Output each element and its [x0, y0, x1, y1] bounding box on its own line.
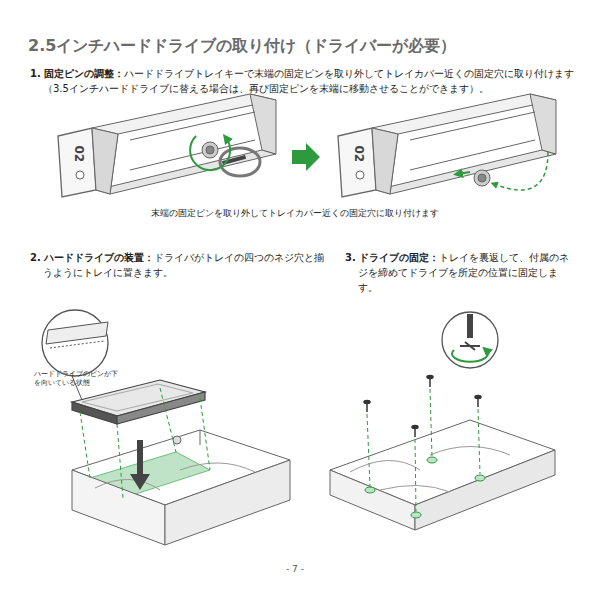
step-heading: 2. ハードドライブの装置： [30, 252, 154, 263]
drive-tray [72, 430, 290, 545]
figure-caption: 末端の固定ピンを取り外してトレイカバー近くの固定穴に取り付けます [151, 208, 439, 218]
move-arrow [458, 172, 470, 174]
place-arrow [130, 440, 150, 490]
tray-number: 02 [352, 146, 366, 163]
tray-key [190, 136, 260, 176]
hard-drive [72, 380, 205, 424]
step-heading: 3. ドライブの固定： [345, 252, 439, 263]
page-number: - 7 - [286, 564, 304, 574]
tray-number-group: 02 [71, 146, 86, 170]
drive-tray [58, 94, 276, 197]
step-arrow [292, 143, 320, 171]
callout-label-group: ハードドライブのピンが下を向いている状態 [34, 370, 124, 388]
callout-label: ハードドライブのピンが下を向いている状態 [34, 370, 118, 387]
move-arrow [494, 152, 548, 190]
figure-caption-group: 末端の固定ピンを取り外してトレイカバー近くの固定穴に取り付けます [60, 206, 530, 221]
inset-circle [442, 312, 498, 368]
step-text-group: 2. ハードドライブの装置：ドライバがトレイの四つのネジ穴と揃うようにトレイに置… [30, 250, 333, 280]
drive-tray [330, 420, 555, 530]
guide-line [80, 388, 210, 498]
step-text-group: 3. ドライブの固定：トレイを裏返して、付属のネジを締めてドライブを所定の位置に… [345, 250, 573, 295]
step-heading: 1. 固定ピンの調整： [30, 68, 124, 79]
guide-line [367, 389, 480, 511]
page-number-group: - 7 - [245, 562, 345, 577]
drive-tray [338, 94, 556, 197]
tray-number-group: 02 [351, 146, 366, 170]
page-title: 2.5インチハードドライブの取り付け（ドライバーが必要） [28, 36, 456, 57]
screw [364, 376, 481, 438]
step-text-group: 1. 固定ピンの調整：ハードドライブトレイキーで末端の固定ピンを取り外してトレイ… [30, 66, 578, 96]
tray-number: 02 [72, 146, 86, 163]
